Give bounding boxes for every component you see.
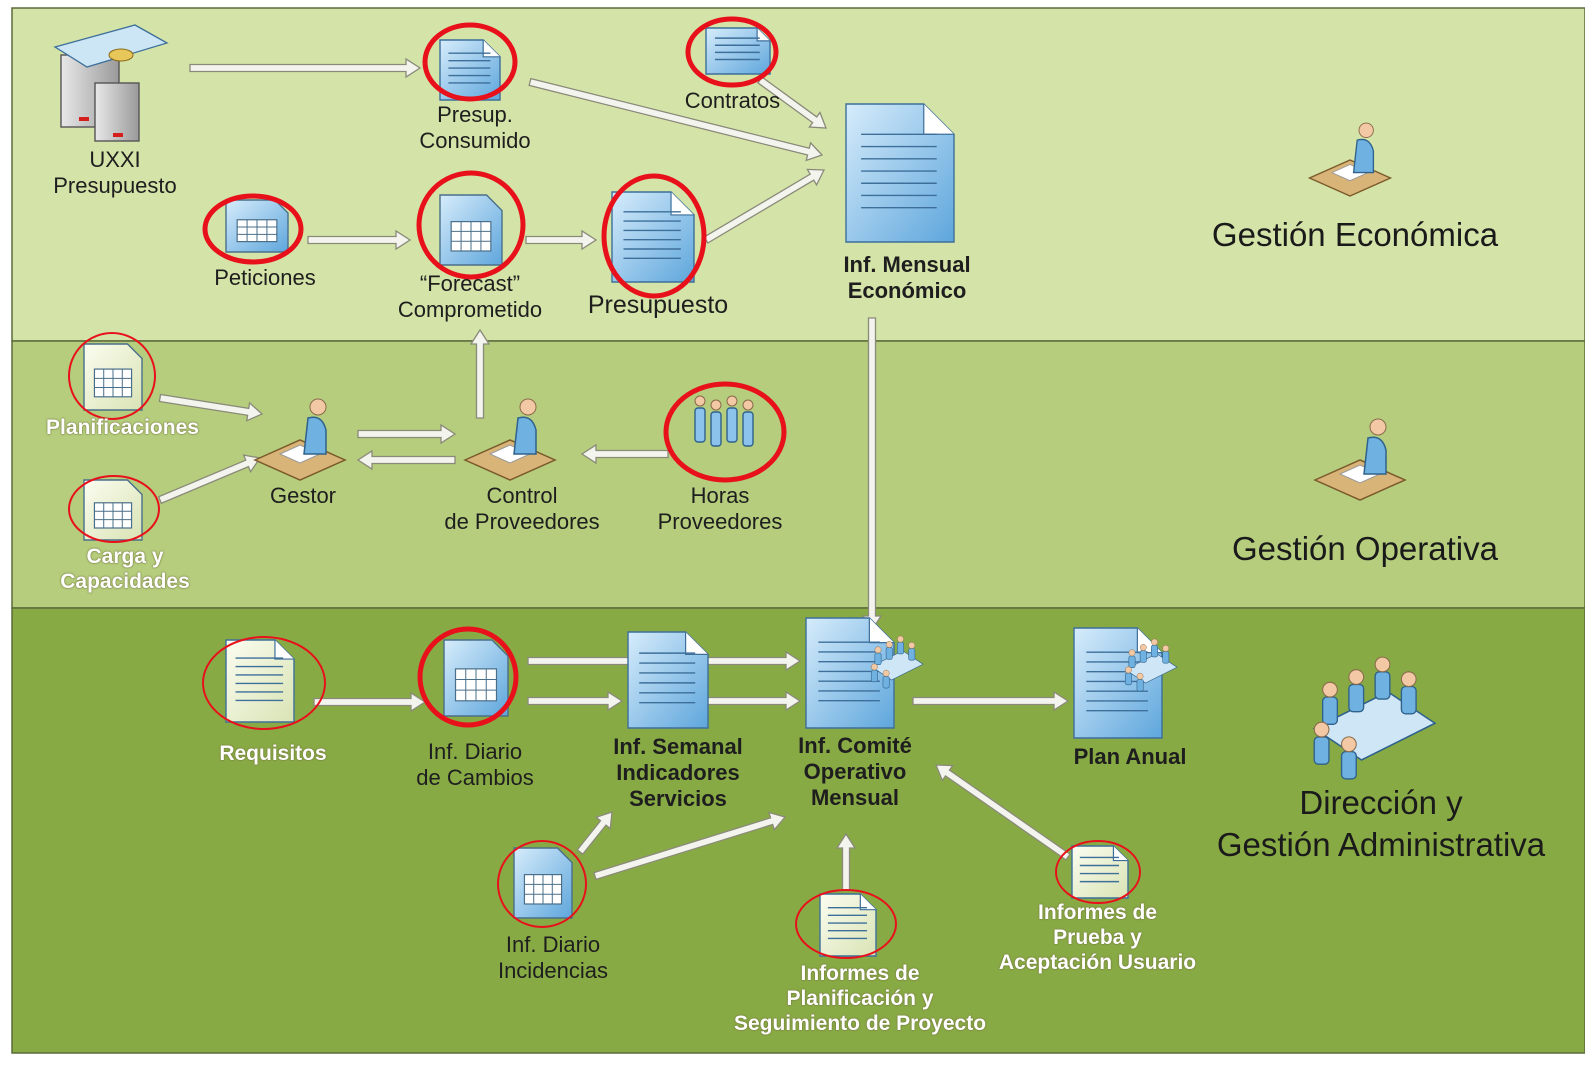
peticiones-spreadsheet-icon [225,199,289,253]
label-peticiones: Peticiones [214,265,316,290]
band-title-operativa: Gestión Operativa [1232,530,1498,567]
contratos-document-stack-icon [705,27,771,75]
arrow-uxxi-presup [189,57,422,79]
comite-meeting-table-icon [870,635,924,689]
label-carga: Carga y Capacidades [60,545,190,593]
ring-horas [663,381,787,483]
ring-forecast [416,170,526,280]
arrow-presupuesto-inf [703,168,826,244]
diario-incidencias-spreadsheet-icon [513,847,573,919]
gestor-person-at-desk-icon [253,398,347,481]
inf-planificacion-document-icon [819,893,877,957]
ring-inf-prueba [1055,840,1141,904]
label-inf-prueba: Informes de Prueba y Aceptación Usuario [998,901,1197,974]
semanal-document-icon [627,631,709,729]
label-diario-cambios: Inf. Diario de Cambios [416,739,534,790]
label-diario-incidencias: Inf. Diario Incidencias [497,932,609,983]
presup-consumido-document-icon [439,39,501,101]
plan-anual-meeting-table-icon [1124,638,1178,692]
presupuesto-document-icon [611,191,695,283]
arrow-cambios-semanal [527,690,624,712]
arrow-horas-control [580,443,669,465]
label-inf-mensual: Inf. Mensual Económico [843,252,971,303]
arrow-gestor-control [357,423,457,445]
arrow-presup-inf [528,77,824,162]
arrow-contratos-inf [757,76,827,129]
label-inf-planificacion: Informes de Planificación y Seguimiento … [733,962,987,1035]
band-title-economica: Gestión Económica [1211,216,1499,253]
arrow-comite-plan [912,690,1070,712]
plan-anual-document-icon [1073,627,1163,739]
label-horas: Horas Proveedores [657,483,783,534]
control-person-at-desk-icon [463,398,557,481]
label-uxxi: UXXI Presupuesto [53,147,177,198]
ring-peticiones [202,193,304,265]
label-control: Control de Proveedores [444,483,600,534]
direccion-meeting-table-icon [1312,656,1437,780]
label-presupuesto: Presupuesto [587,291,729,319]
arrow-prueba-comite [935,764,1071,861]
forecast-spreadsheet-icon [439,194,503,266]
band-title-direccion: Dirección y Gestión Administrativa [1216,784,1546,864]
server-stack-icon [53,24,169,142]
ring-contratos [685,16,779,88]
inf-prueba-document-icon [1071,845,1129,899]
economica-person-at-desk-icon [1307,122,1393,197]
label-presup-consumido: Presup. Consumido [419,102,531,153]
ring-carga [68,475,160,543]
label-gestor: Gestor [269,483,337,508]
label-contratos: Contratos [684,88,781,113]
arrow-incid-comite [593,811,787,881]
arrow-semanal-comite [695,690,802,712]
band-operativa [11,340,1585,609]
diagram-icons [53,24,1437,957]
arrow-control-gestor [356,449,456,471]
horas-people-group-icon [694,395,754,447]
ring-diario-incidencias [497,840,587,928]
arrow-requisitos-cambios [313,691,427,713]
requisitos-document-icon [225,639,295,723]
arrow-control-forecast [469,328,491,419]
ring-presupuesto [601,173,707,299]
comite-document-icon [805,617,895,729]
ring-planificaciones [68,332,156,420]
arrow-peticiones-forecast [307,229,412,251]
ring-requisitos [202,636,326,730]
label-planificaciones: Planificaciones [46,416,199,439]
band-direccion [11,607,1585,1054]
carga-spreadsheet-icon [83,479,143,541]
arrow-planif-comite [835,832,857,891]
label-plan-anual: Plan Anual [1073,744,1187,769]
arrow-carga-gestor [157,454,262,505]
arrow-incid-semanal [576,811,613,856]
arrow-forecast-presupuesto [525,229,598,251]
planificaciones-spreadsheet-icon [83,343,143,411]
label-forecast: “Forecast” Comprometido [397,271,543,322]
operativa-person-at-desk-icon [1313,418,1407,501]
ring-presup-consumido [422,22,518,102]
inf-mensual-document-icon [845,103,955,243]
label-comite: Inf. Comité Operativo Mensual [798,733,912,810]
ring-diario-cambios [417,626,519,728]
diario-cambios-spreadsheet-icon [443,639,509,717]
ring-inf-planificacion [795,889,897,959]
arrow-planif-gestor [158,393,264,422]
highlight-rings [68,16,1141,959]
label-semanal: Inf. Semanal Indicadores Servicios [613,734,743,811]
label-requisitos: Requisitos [219,742,327,765]
